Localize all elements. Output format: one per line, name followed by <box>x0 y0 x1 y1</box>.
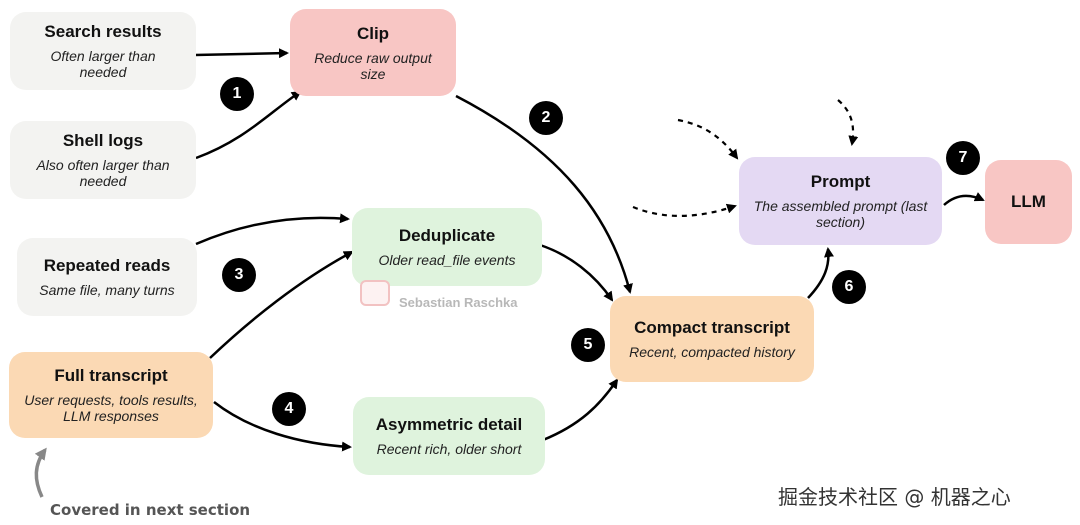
node-clip: Clip Reduce raw output size <box>290 9 456 96</box>
node-prompt: Prompt The assembled prompt (last sectio… <box>739 157 942 245</box>
node-title: Compact transcript <box>634 318 790 337</box>
node-asymmetric-detail: Asymmetric detail Recent rich, older sho… <box>353 397 545 475</box>
node-title: Full transcript <box>54 366 168 385</box>
node-title: Repeated reads <box>43 256 171 275</box>
arrow-dedup-to-compact <box>539 243 614 302</box>
step-badge-3: 3 <box>222 258 256 292</box>
step-badge-1: 1 <box>220 77 254 111</box>
step-badge-6: 6 <box>832 270 866 304</box>
step-badge-7: 7 <box>946 141 980 175</box>
node-title: LLM <box>1011 192 1046 211</box>
arrow-full-to-dedup <box>209 250 354 359</box>
arrow-shell-to-clip <box>195 90 302 160</box>
node-subtitle: Recent rich, older short <box>376 441 522 457</box>
node-subtitle: Often larger than needed <box>50 48 156 80</box>
arrow-search-to-clip <box>194 48 289 59</box>
dashed-arrow-top <box>837 99 859 146</box>
node-title: Shell logs <box>62 131 144 150</box>
arrow-full-to-asym <box>213 401 352 452</box>
arrow-clip-to-compact <box>455 94 633 294</box>
arrow-prompt-to-llm <box>943 192 985 206</box>
node-title: Search results <box>44 22 162 41</box>
arrow-compact-to-prompt <box>807 247 834 299</box>
dashed-arrow-left-top <box>677 118 739 160</box>
node-subtitle: Same file, many turns <box>39 282 175 298</box>
watermark-text: Sebastian Raschka <box>399 295 518 310</box>
node-title: Deduplicate <box>398 226 496 245</box>
node-subtitle: Recent, compacted history <box>629 344 795 360</box>
node-repeated-reads: Repeated reads Same file, many turns <box>17 238 197 316</box>
node-full-transcript: Full transcript User requests, tools res… <box>9 352 213 438</box>
step-badge-4: 4 <box>272 392 306 426</box>
arrow-asym-to-compact <box>542 378 619 442</box>
node-compact-transcript: Compact transcript Recent, compacted his… <box>610 296 814 382</box>
step-badge-5: 5 <box>571 328 605 362</box>
node-llm: LLM <box>985 160 1072 244</box>
node-subtitle: The assembled prompt (last section) <box>753 198 928 230</box>
node-subtitle: Also often larger than needed <box>36 157 170 189</box>
arrow-repeated-to-dedup <box>195 213 350 246</box>
node-search-results: Search results Often larger than needed <box>10 12 196 90</box>
step-badge-2: 2 <box>529 101 563 135</box>
node-title: Asymmetric detail <box>375 415 523 434</box>
node-subtitle: User requests, tools results, LLM respon… <box>24 392 198 424</box>
dashed-arrow-left <box>632 203 737 217</box>
annotation-arrow <box>34 447 47 498</box>
source-credit: 掘金技术社区 @ 机器之心 <box>778 485 1011 509</box>
annotation-label: Covered in next section <box>50 501 251 519</box>
node-deduplicate: Deduplicate Older read_file events <box>352 208 542 286</box>
watermark-logo-icon <box>360 280 390 306</box>
node-title: Clip <box>356 23 390 43</box>
node-shell-logs: Shell logs Also often larger than needed <box>10 121 196 199</box>
node-title: Prompt <box>810 172 871 191</box>
node-subtitle: Older read_file events <box>378 252 516 268</box>
node-subtitle: Reduce raw output size <box>314 49 432 82</box>
